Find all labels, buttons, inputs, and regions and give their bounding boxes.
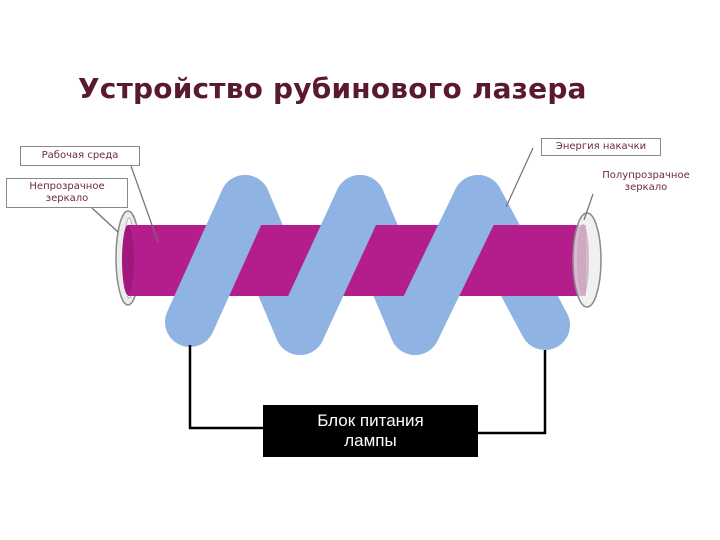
page-title: Устройство рубинового лазера [78, 72, 587, 105]
power-supply-line1: Блок питания [317, 411, 424, 430]
leader-working-medium [130, 165, 159, 243]
leader-pump-energy [505, 147, 534, 208]
label-working-medium: Рабочая среда [20, 146, 140, 166]
wire-right [478, 350, 547, 435]
label-opaque-mirror: Непрозрачное зеркало [6, 178, 128, 208]
label-semi-mirror-line1: Полупрозрачное [602, 170, 690, 181]
label-semi-mirror: Полупрозрачное зеркало [598, 168, 694, 196]
label-semi-mirror-line2: зеркало [624, 182, 668, 193]
label-pump-energy: Энергия накачки [541, 138, 661, 156]
label-opaque-mirror-line1: Непрозрачное [29, 181, 105, 192]
leader-opaque-mirror [91, 207, 119, 233]
label-pump-energy-text: Энергия накачки [555, 141, 647, 152]
leader-semi-mirror [583, 193, 594, 221]
wire-left [188, 345, 263, 430]
power-supply-block: Блок питания лампы [263, 405, 478, 457]
power-supply-line2: лампы [344, 431, 397, 450]
flash-lamp-front [165, 175, 503, 355]
label-opaque-mirror-line2: зеркало [45, 193, 89, 204]
label-working-medium-text: Рабочая среда [41, 150, 119, 161]
